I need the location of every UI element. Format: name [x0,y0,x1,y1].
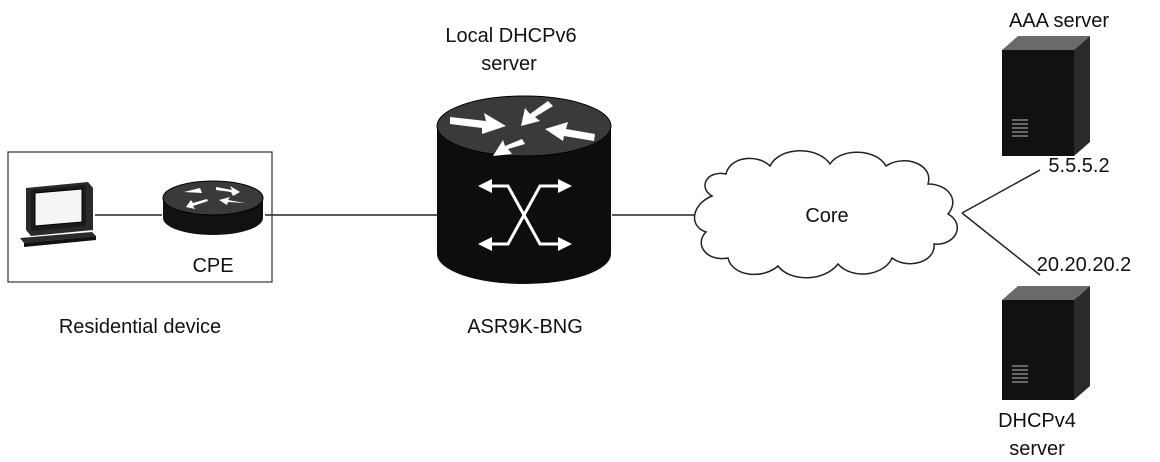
dhcpv4-label-line1: DHCPv4 [998,410,1076,432]
residential-device-label: Residential device [59,316,221,338]
link-core-aaa [961,169,1041,214]
dhcpv6-label-line1: Local DHCPv6 [445,25,576,47]
connection-lines [95,169,1041,276]
computer-icon [20,182,96,247]
dhcpv4-label-line2: server [1009,438,1065,460]
core-cloud [693,150,959,279]
cpe-router-icon [162,180,264,235]
bng-label: ASR9K-BNG [467,316,583,338]
dhcpv4-ip-label: 20.20.20.2 [1037,254,1132,276]
dhcpv6-label-line2: server [481,53,537,75]
link-core-dhcpv4 [961,212,1041,276]
dhcpv4-server-icon [1002,286,1090,400]
residential-device-box [7,151,273,283]
aaa-server-label: AAA server [1009,10,1109,32]
aaa-ip-label: 5.5.5.2 [1048,155,1109,177]
core-label: Core [805,205,848,227]
aaa-server-icon [1002,36,1090,156]
bng-router-icon [436,95,612,284]
cpe-label: CPE [192,255,233,277]
